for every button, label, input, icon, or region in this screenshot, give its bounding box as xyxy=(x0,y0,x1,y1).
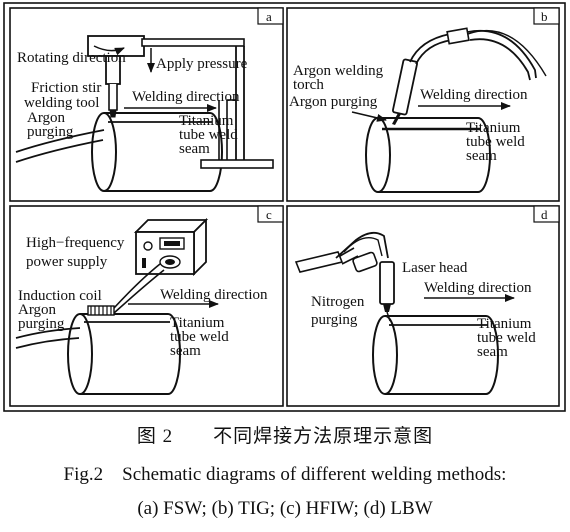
caption-english-line-2: (a) FSW; (b) TIG; (c) HFIW; (d) LBW xyxy=(0,498,570,520)
panel-a-argon-label-2: purging xyxy=(27,124,74,140)
panel-b-seam-label-3: seam xyxy=(466,148,497,164)
panel-c-hfiw: c High−freque xyxy=(10,206,283,406)
panel-a-seam-label-3: seam xyxy=(179,141,210,157)
panel-b-argon-purging-label: Argon purging xyxy=(289,94,378,110)
panel-b-letter: b xyxy=(541,9,548,24)
panel-c-argon-label-2: purging xyxy=(18,316,65,332)
panel-c-welding-direction-label: Welding direction xyxy=(160,287,268,303)
panel-d-seam-label-3: seam xyxy=(477,344,508,360)
panel-b-torch-cable xyxy=(468,31,536,80)
panel-d-laser-head-label: Laser head xyxy=(402,260,468,276)
panel-d-arm-segment-1 xyxy=(296,252,342,272)
panel-b-tig: b Argon welding torch Argon purging Weld… xyxy=(287,8,559,201)
panel-b-welding-direction-label: Welding direction xyxy=(420,87,528,103)
panel-a-fsw: a Rotating direction Apply xyxy=(10,8,283,201)
panel-a-tool-label-2: welding tool xyxy=(24,95,99,111)
panel-c-power-label-2: power supply xyxy=(26,254,108,270)
panel-a-stir-tool xyxy=(109,84,117,110)
panel-a-welding-direction-label: Welding direction xyxy=(132,89,240,105)
panel-b-purging-arrow xyxy=(352,112,386,120)
panel-d-nitrogen-label-1: Nitrogen xyxy=(311,294,365,310)
panel-a-apply-pressure-label: Apply pressure xyxy=(156,56,248,72)
panel-c-letter: c xyxy=(266,207,272,222)
caption-chinese: 图 2 不同焊接方法原理示意图 xyxy=(0,421,570,448)
panel-a-tool-label-1: Friction stir xyxy=(31,80,101,96)
panel-a-machine-base xyxy=(201,160,273,168)
panel-d-lbw: d Laser head Nitrogen purging Welding di… xyxy=(287,206,559,406)
panel-d-laser-body xyxy=(380,262,394,304)
panel-c-titanium-tube xyxy=(68,314,180,394)
panel-c-power-supply xyxy=(136,220,206,274)
panel-b-argon-welding-torch xyxy=(392,28,546,125)
panel-c-power-label-1: High−frequency xyxy=(26,235,125,251)
panel-c-knob xyxy=(144,242,152,250)
panel-d-welding-direction-label: Welding direction xyxy=(424,280,532,296)
panel-a-letter: a xyxy=(266,9,272,24)
figure-2-schematic: a Rotating direction Apply xyxy=(0,0,570,420)
caption-english-line-1: Fig.2 Schematic diagrams of different we… xyxy=(0,459,570,486)
panel-b-torch-label-2: torch xyxy=(293,77,324,93)
panel-a-rotating-direction-label: Rotating direction xyxy=(17,50,126,66)
panel-c-seam-label-3: seam xyxy=(170,343,201,359)
panel-d-nitrogen-label-2: purging xyxy=(311,312,358,328)
panel-d-letter: d xyxy=(541,207,548,222)
